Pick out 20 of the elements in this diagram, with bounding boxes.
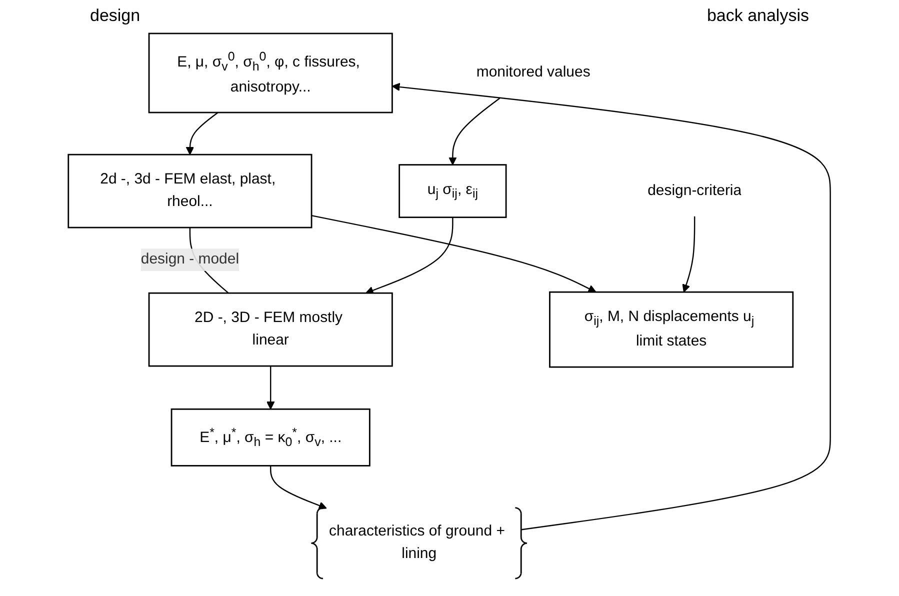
node-box: 2d -, 3d - FEM elast, plast, rheol... xyxy=(68,154,312,228)
node-box: u$_{j}$ σ$_{ij}$, ε$_{ij}$ xyxy=(398,164,507,218)
arrow xyxy=(682,216,696,292)
node-box: σ$_{ij}$, M, N displacements u$_{j}$ limit states xyxy=(549,291,794,368)
arrow xyxy=(266,366,275,410)
column-heading: back analysis xyxy=(706,6,809,26)
node-text: design-criteria xyxy=(648,182,742,199)
arrow xyxy=(312,214,596,292)
column-heading: design xyxy=(90,6,140,26)
arrow xyxy=(448,98,500,166)
arrow xyxy=(366,217,454,294)
arrow xyxy=(186,112,218,155)
node-text: monitored values xyxy=(476,64,590,80)
node-box: E, μ, σ$_{v}$$^{0}$, σ$_{h}$$^{0}$, φ, c fissures, anisotropy... xyxy=(148,32,394,114)
node-text: characteristics of ground + lining xyxy=(329,524,506,562)
node-box: 2D -, 3D - FEM mostly linear xyxy=(148,292,394,367)
arrow xyxy=(392,82,832,530)
node-box: E$^{*}$, μ$^{*}$, σ$_{h}$ = κ$_{0}$$^{*}$, σ$_{v}$, ... xyxy=(170,408,371,466)
arrow xyxy=(270,466,327,510)
edge-label: design - model xyxy=(141,251,240,268)
